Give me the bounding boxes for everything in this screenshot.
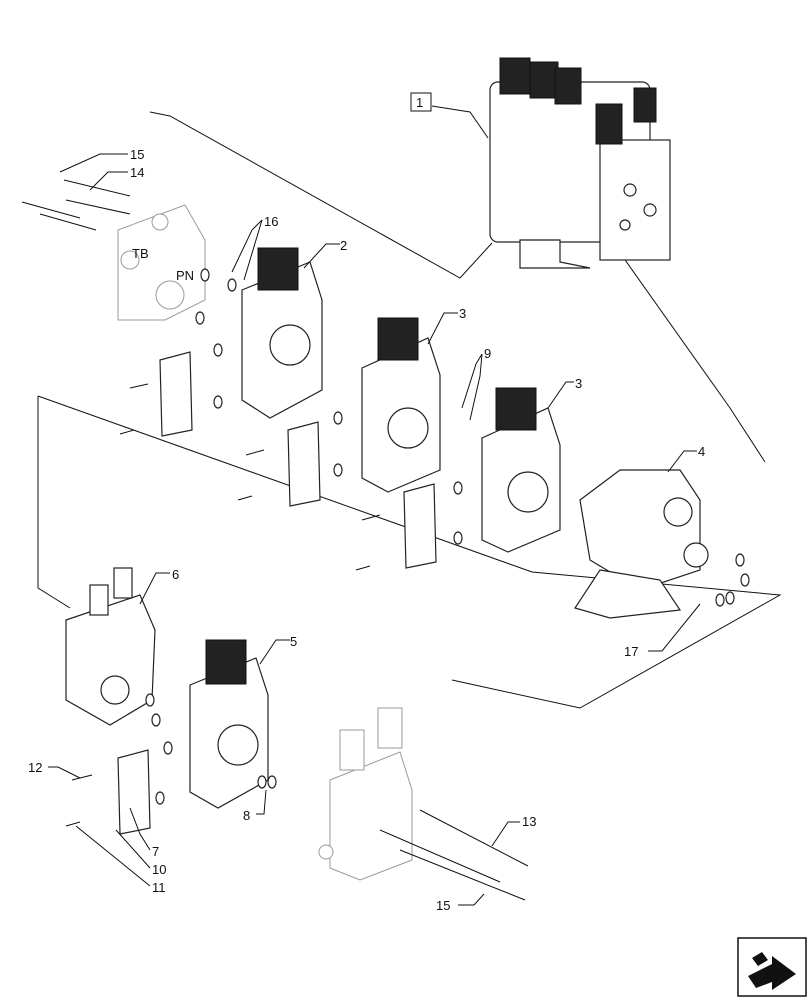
callout-16: 16 <box>264 214 278 229</box>
ghost-solenoid-block <box>318 707 413 881</box>
end-section-6 <box>65 567 156 726</box>
callout-6: 6 <box>172 567 179 582</box>
callout-13: 13 <box>522 814 536 829</box>
callout-10: 10 <box>152 862 166 877</box>
callout-8: 8 <box>243 808 250 823</box>
screws <box>65 383 381 827</box>
callout-labels: 1 2 3 3 4 5 6 7 8 9 10 11 12 13 14 15 15… <box>28 92 705 913</box>
o-rings <box>145 268 750 805</box>
callout-11: 11 <box>152 880 166 895</box>
callout-17: 17 <box>624 644 638 659</box>
callout-2: 2 <box>340 238 347 253</box>
callout-3-upper: 3 <box>459 306 466 321</box>
callout-7: 7 <box>152 844 159 859</box>
callout-1: 1 <box>416 95 423 110</box>
callout-4: 4 <box>698 444 705 459</box>
callout-14: 14 <box>130 165 144 180</box>
tie-bolts-bottom <box>379 809 529 901</box>
callout-1-box <box>410 92 432 112</box>
valve-section-5 <box>189 639 269 809</box>
tie-bolts-top <box>21 179 131 231</box>
callout-3-lower: 3 <box>575 376 582 391</box>
valve-section-3b <box>481 387 561 553</box>
valve-section-2 <box>241 247 323 419</box>
assembled-valve-block <box>489 57 671 269</box>
callout-15-top: 15 <box>130 147 144 162</box>
ghost-end-block: TB PN <box>117 204 206 321</box>
ghost-pn-text: PN <box>176 268 194 283</box>
frame-lines <box>37 111 782 709</box>
next-page-arrow-icon[interactable] <box>737 937 807 997</box>
ghost-tb-text: TB <box>132 246 149 261</box>
inlet-section-4 <box>574 469 709 619</box>
cover-plates <box>117 351 437 835</box>
callout-12: 12 <box>28 760 42 775</box>
callout-5: 5 <box>290 634 297 649</box>
valve-section-3a <box>361 317 441 493</box>
callout-15-bottom: 15 <box>436 898 450 913</box>
leader-lines <box>48 105 701 906</box>
callout-9: 9 <box>484 346 491 361</box>
